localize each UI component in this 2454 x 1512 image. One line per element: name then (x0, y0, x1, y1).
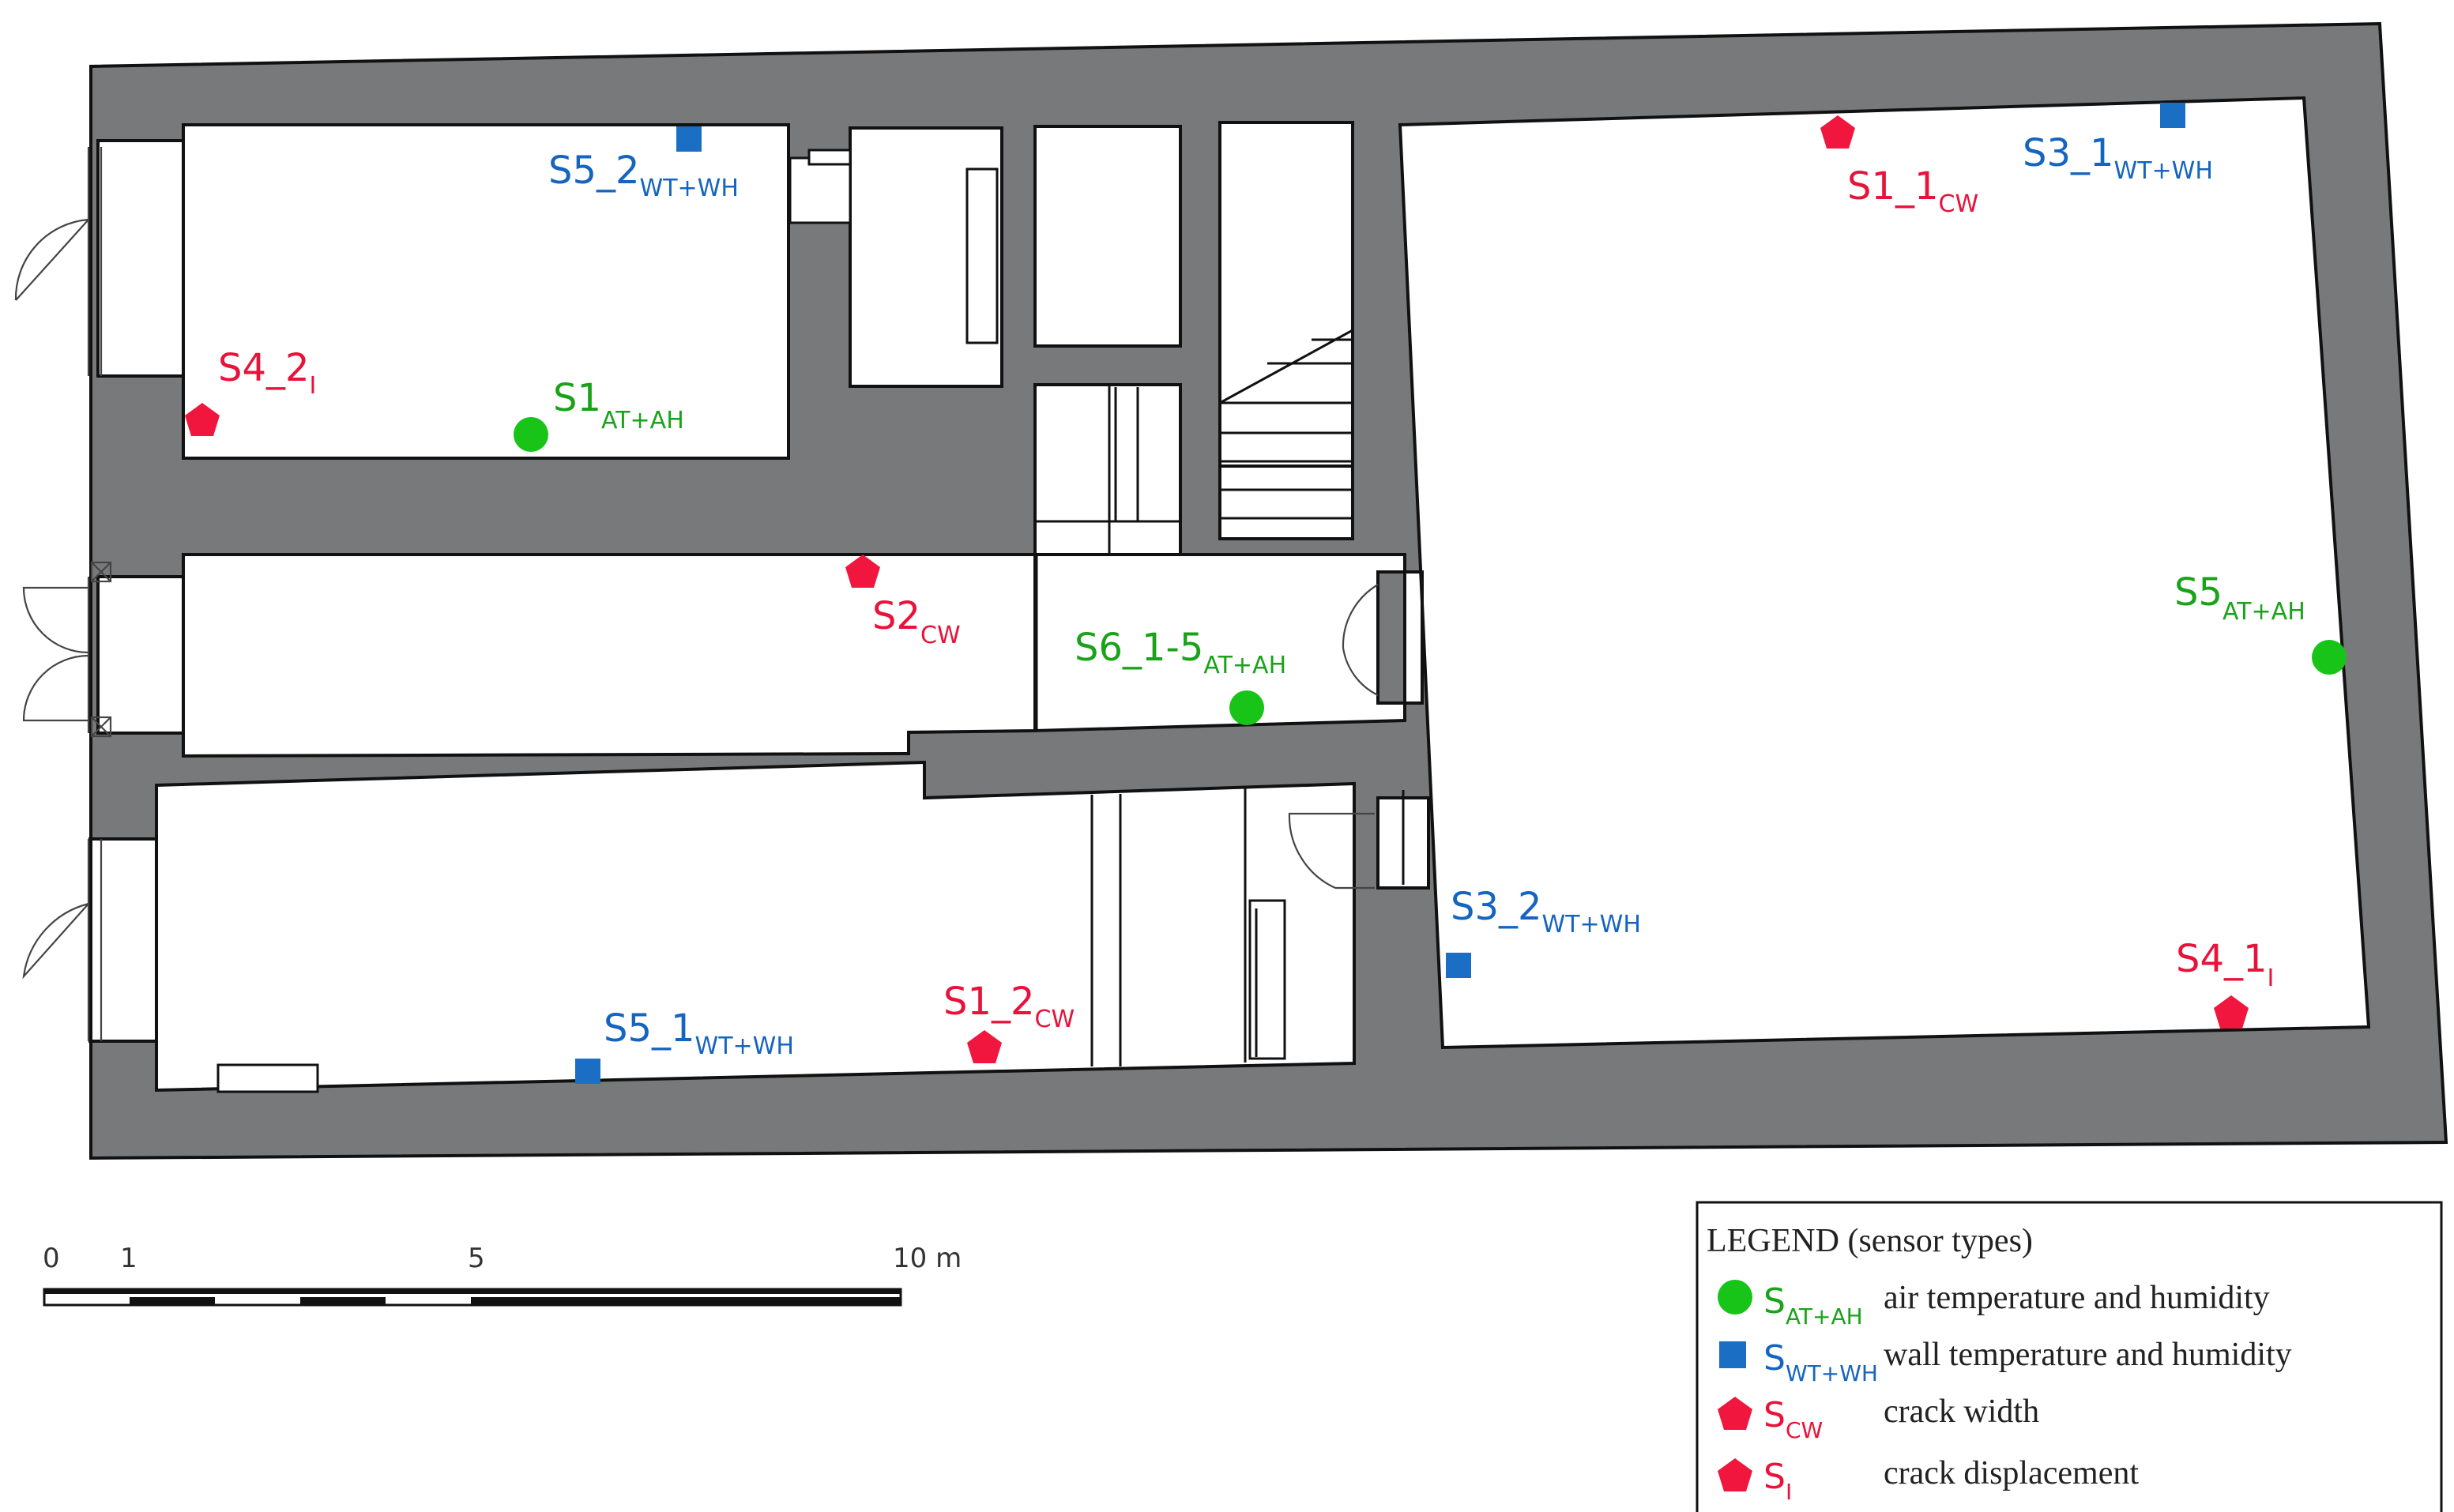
legend-air-symbol: SAT+AH (1763, 1281, 1863, 1330)
wall-sensor-s3-1-marker (2160, 103, 2185, 128)
label-s5-1: S5_1WT+WH (604, 1006, 794, 1060)
s1-1-sub: CW (1939, 190, 1979, 218)
staircase (1114, 329, 1353, 521)
legend-crack-width-main: S (1763, 1395, 1786, 1435)
air-sensor-s5-marker (2312, 640, 2347, 675)
label-s1-1: S1_1CW (1847, 164, 1978, 218)
label-s4-1: S4_1I (2176, 937, 2274, 992)
legend-crack-width-icon (1718, 1397, 1752, 1430)
legend-wall-desc: wall temperature and humidity (1884, 1337, 2292, 1373)
label-s6: S6_1-5AT+AH (1075, 626, 1286, 679)
s3-2-sub: WT+WH (1542, 911, 1641, 938)
s5-1-sub: WT+WH (695, 1032, 794, 1060)
legend-title: LEGEND (sensor types) (1707, 1223, 2033, 1259)
legend-air-sub: AT+AH (1786, 1303, 1863, 1330)
s2-main: S2 (872, 594, 920, 638)
s1-main: S1 (553, 376, 601, 420)
s4-2-sub: I (310, 372, 317, 400)
s1-1-main: S1_1 (1847, 164, 1939, 209)
wall-sensor-s5-1-marker (575, 1059, 600, 1084)
label-s1: S1AT+AH (553, 376, 684, 434)
legend-crack-displacement-desc: crack displacement (1884, 1455, 2139, 1491)
s1-sub: AT+AH (601, 407, 684, 434)
air-sensor-s6-marker (1229, 690, 1264, 725)
s5-2-main: S5_2 (548, 149, 640, 193)
label-s5: S5AT+AH (2174, 570, 2305, 626)
legend-wall-main: S (1763, 1338, 1786, 1378)
crack-sensor-s1-2-marker (967, 1030, 1002, 1063)
sensor-labels: S5_2WT+WH S1_1CW S3_1WT+WH S4_2I S1AT+AH… (218, 131, 2305, 1060)
s4-2-main: S4_2 (218, 346, 310, 390)
legend-crack-displacement-sub: I (1786, 1479, 1792, 1505)
scale-tick-0: 0 (43, 1243, 60, 1274)
s5-main: S5 (2174, 570, 2223, 615)
doors-windows (14, 147, 1379, 1041)
s5-sub: AT+AH (2223, 598, 2305, 626)
crack-sensor-s2-marker (845, 555, 880, 588)
legend-air-main: S (1763, 1281, 1786, 1322)
s3-1-main: S3_1 (2023, 131, 2114, 175)
s5-1-main: S5_1 (604, 1006, 695, 1051)
wall-sensor-s5-2-marker (676, 126, 702, 152)
scale-tick-1: 1 (120, 1243, 137, 1274)
scale-tick-10: 10 m (893, 1243, 962, 1274)
legend-crack-displacement-symbol: SI (1763, 1457, 1792, 1505)
legend: LEGEND (sensor types) SAT+AH air tempera… (1696, 1201, 2443, 1512)
s2-sub: CW (920, 622, 961, 649)
legend-crack-width-desc: crack width (1884, 1394, 2039, 1430)
label-s1-2: S1_2CW (943, 980, 1075, 1033)
s6-main: S6_1-5 (1075, 626, 1203, 670)
label-s3-2: S3_2WT+WH (1451, 885, 1641, 938)
legend-air-desc: air temperature and humidity (1884, 1280, 2270, 1316)
legend-wall-icon (1719, 1341, 1746, 1368)
scale-tick-5: 5 (468, 1243, 485, 1274)
label-s4-2: S4_2I (218, 346, 316, 400)
label-s2: S2CW (872, 594, 961, 649)
s3-1-sub: WT+WH (2114, 157, 2213, 185)
crack-sensor-s1-1-marker (1820, 115, 1855, 149)
legend-wall-sub: WT+WH (1786, 1360, 1878, 1386)
legend-wall-symbol: SWT+WH (1763, 1338, 1878, 1386)
legend-box (1696, 1201, 2443, 1512)
legend-air-icon (1718, 1280, 1752, 1315)
s5-2-sub: WT+WH (640, 175, 739, 202)
crack-sensor-s4-1-marker (2214, 995, 2249, 1029)
s1-2-sub: CW (1035, 1006, 1075, 1033)
legend-crack-displacement-main: S (1763, 1457, 1786, 1497)
crack-sensor-s4-2-marker (185, 403, 220, 436)
scale-bar: 0 1 5 10 m (43, 1243, 962, 1307)
wall-sensor-s3-2-marker (1446, 953, 1471, 978)
interior-lines (216, 149, 1405, 1093)
s6-sub: AT+AH (1203, 652, 1286, 679)
s4-1-main: S4_1 (2176, 937, 2268, 981)
sensor-markers (185, 103, 2347, 1084)
legend-crack-width-sub: CW (1786, 1417, 1823, 1443)
air-sensor-s1-marker (514, 417, 548, 452)
legend-crack-displacement-icon (1718, 1458, 1752, 1491)
s1-2-main: S1_2 (943, 980, 1035, 1024)
legend-crack-width-symbol: SCW (1763, 1395, 1823, 1443)
s4-1-sub: I (2268, 965, 2275, 992)
label-s3-1: S3_1WT+WH (2023, 131, 2213, 185)
s3-2-main: S3_2 (1451, 885, 1542, 929)
label-s5-2: S5_2WT+WH (548, 149, 739, 202)
